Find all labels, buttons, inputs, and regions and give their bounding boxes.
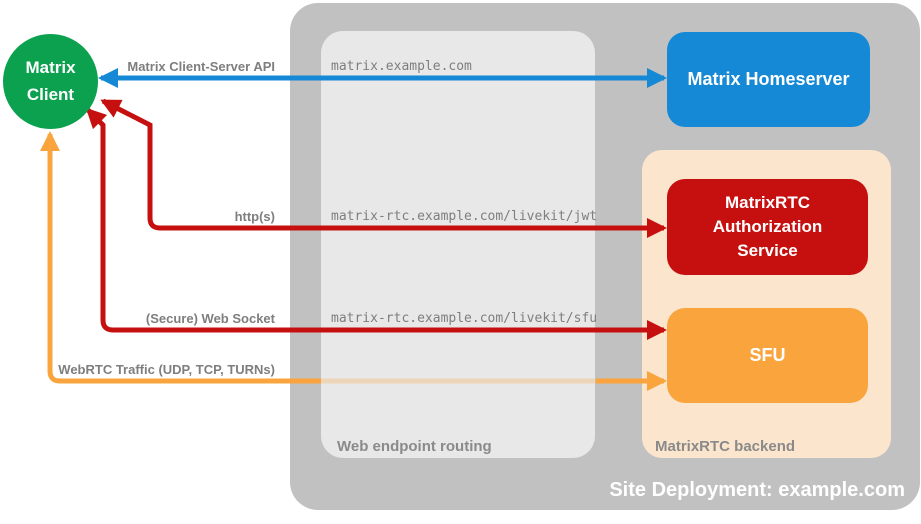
https-label: http(s): [234, 209, 275, 224]
matrix-homeserver-label: Matrix Homeserver: [687, 69, 850, 89]
route-matrix-example: matrix.example.com: [331, 59, 472, 74]
web-socket-label: (Secure) Web Socket: [145, 311, 275, 326]
matrixrtc-authorization-service-label: MatrixRTC Authorization Service: [712, 193, 823, 260]
webrtc-traffic-arrow: [40, 131, 321, 384]
sfu-label: SFU: [749, 345, 786, 365]
matrix-client-node: Matrix Client: [3, 34, 98, 129]
route-livekit-sfu: matrix-rtc.example.com/livekit/sfu: [331, 311, 598, 326]
sfu-node: SFU: [667, 308, 868, 403]
web-endpoint-routing-caption: Web endpoint routing: [337, 438, 492, 455]
matrixrtc-authorization-service-node: MatrixRTC Authorization Service: [667, 179, 868, 275]
webrtc-traffic-label: WebRTC Traffic (UDP, TCP, TURNs): [58, 362, 275, 377]
matrix-homeserver-node: Matrix Homeserver: [667, 32, 870, 127]
matrixrtc-backend-caption: MatrixRTC backend: [655, 438, 796, 455]
route-livekit-jwt: matrix-rtc.example.com/livekit/jwt: [331, 209, 598, 224]
web-endpoint-routing-box: [321, 31, 595, 458]
site-deployment-caption: Site Deployment: example.com: [609, 479, 905, 501]
matrix-client-label: Matrix Client: [25, 58, 76, 104]
client-server-api-label: Matrix Client-Server API: [127, 59, 275, 74]
